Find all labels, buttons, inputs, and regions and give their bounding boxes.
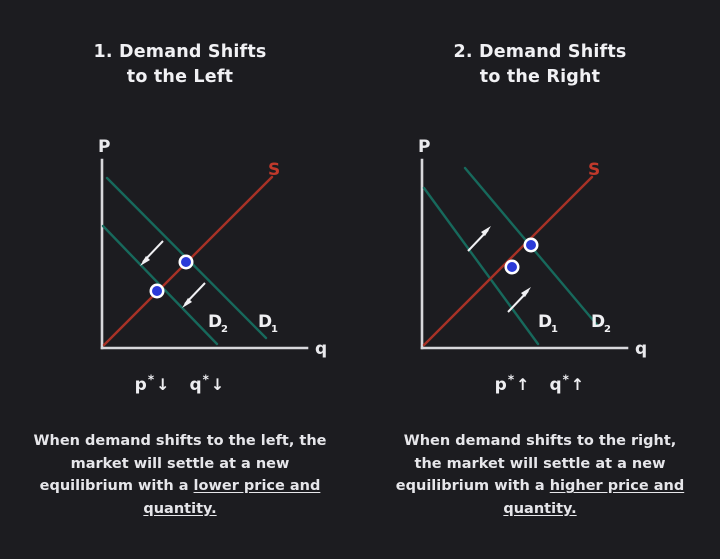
demand-label-d1-base-left: D — [258, 312, 272, 332]
effect-price-symbol-right: p — [494, 374, 508, 395]
effect-price-star-left: * — [147, 372, 156, 386]
demand-curve-d1-right — [422, 186, 540, 346]
caption-right-plain: When demand shifts to the right, the mar… — [395, 433, 677, 495]
demand-label-d2-right: D 2 — [591, 312, 611, 335]
demand-label-d1-base-right: D — [538, 312, 552, 332]
demand-label-d1-right: D 1 — [538, 312, 558, 335]
axes-left — [100, 158, 309, 350]
effect-price-arrow-left: ↓ — [156, 374, 171, 394]
x-axis-label-right: q — [635, 339, 647, 359]
shift-arrow-lower-left — [182, 282, 206, 308]
caption-right: When demand shifts to the right, the mar… — [360, 430, 720, 520]
shift-arrow-lower-right — [507, 287, 531, 313]
panel-demand-shifts-right: 2. Demand Shifts to the Right P q S — [360, 0, 720, 559]
effect-quantity-symbol-left: q — [189, 374, 203, 395]
effect-quantity-symbol-right: q — [549, 374, 563, 395]
shift-arrow-upper-right — [467, 226, 491, 252]
effect-quantity-star-right: * — [562, 372, 570, 386]
equilibrium-point-original-right — [504, 259, 520, 275]
caption-left: When demand shifts to the left, the mark… — [0, 430, 360, 520]
supply-label-left: S — [268, 160, 280, 180]
demand-label-d2-base-left: D — [208, 312, 222, 332]
caption-right-underlined: higher price and quantity. — [503, 478, 685, 517]
y-axis-label-left: P — [98, 137, 110, 157]
effect-price-arrow-right: ↑ — [516, 374, 531, 394]
panel-demand-shifts-left: 1. Demand Shifts to the Left P q S — [0, 42, 360, 520]
equilibrium-point-new-right — [523, 237, 539, 253]
demand-label-d1-sub-right: 1 — [551, 324, 558, 335]
shift-arrow-upper-left — [140, 240, 164, 266]
caption-left-underlined: lower price and quantity. — [143, 478, 321, 517]
effect-quantity-right: q*↑ — [549, 372, 586, 395]
equilibrium-point-original-left — [178, 254, 194, 270]
panel-title-right: 2. Demand Shifts to the Right — [453, 42, 627, 87]
equilibrium-point-new-left — [149, 283, 165, 299]
chart-demand-shifts-left: P q S D 2 D 1 — [0, 130, 360, 370]
demand-label-d2-base-right: D — [591, 312, 605, 332]
y-axis-label-right: P — [418, 137, 430, 157]
effect-quantity-arrow-left: ↓ — [210, 374, 226, 394]
effects-row-right: p*↑ q*↑ — [360, 372, 720, 395]
effect-price-star-right: * — [507, 372, 516, 386]
demand-label-d2-left: D 2 — [208, 312, 228, 335]
effect-quantity-left: q*↓ — [189, 372, 226, 395]
demand-label-d2-sub-right: 2 — [604, 324, 611, 335]
effect-quantity-star-left: * — [202, 372, 210, 386]
panel-title-left: 1. Demand Shifts to the Left — [93, 42, 267, 87]
demand-label-d1-left: D 1 — [258, 312, 278, 335]
effect-quantity-arrow-right: ↑ — [570, 374, 586, 394]
effects-row-left: p*↓ q*↓ — [0, 372, 360, 395]
effect-price-left: p*↓ — [134, 372, 171, 395]
axes-right — [420, 158, 629, 350]
demand-label-d1-sub-left: 1 — [271, 324, 278, 335]
effect-price-right: p*↑ — [494, 372, 531, 395]
supply-label-right: S — [588, 160, 600, 180]
caption-left-plain: When demand shifts to the left, the mark… — [33, 433, 327, 495]
demand-label-d2-sub-left: 2 — [221, 324, 228, 335]
chart-demand-shifts-right: P q S D 1 D 2 — [360, 130, 720, 370]
x-axis-label-left: q — [315, 339, 327, 359]
effect-price-symbol-left: p — [134, 374, 148, 395]
